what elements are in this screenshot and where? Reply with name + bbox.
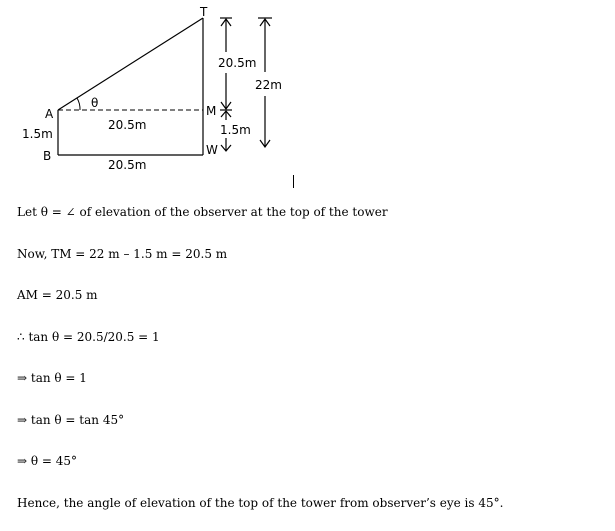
dimension-label-bw: 20.5m bbox=[108, 158, 146, 172]
point-label-w: W bbox=[206, 143, 218, 157]
dimension-label-mw: 1.5m bbox=[220, 123, 251, 137]
dimension-label-ab: 1.5m bbox=[22, 127, 53, 141]
point-label-m: M bbox=[206, 104, 216, 118]
text-cursor-mark bbox=[293, 175, 294, 188]
solution-line: Now, TM = 22 m – 1.5 m = 20.5 m bbox=[17, 241, 612, 283]
solution-line: AM = 20.5 m bbox=[17, 282, 612, 324]
tower-elevation-figure: T A B M W θ 20.5m 20.5m 1.5m 20.5m 1.5m … bbox=[0, 0, 615, 190]
solution-line: ⇒ tan θ = 1 bbox=[17, 365, 612, 407]
solution-line: Hence, the angle of elevation of the top… bbox=[17, 490, 612, 531]
point-label-b: B bbox=[43, 149, 51, 163]
angle-theta-arc bbox=[77, 98, 80, 110]
angle-label-theta: θ bbox=[91, 96, 98, 110]
solution-line: ∴ tan θ = 20.5/20.5 = 1 bbox=[17, 324, 612, 366]
line-of-sight-at bbox=[58, 18, 203, 110]
solution-line: ⇒ tan θ = tan 45° bbox=[17, 407, 612, 449]
dimension-label-am: 20.5m bbox=[108, 118, 146, 132]
dimension-label-tw: 22m bbox=[255, 78, 282, 92]
point-label-t: T bbox=[199, 5, 208, 19]
solution-line: Let θ = ∠ of elevation of the observer a… bbox=[17, 199, 612, 241]
solution-text: Let θ = ∠ of elevation of the observer a… bbox=[17, 199, 612, 531]
point-label-a: A bbox=[45, 107, 54, 121]
solution-line: ⇒ θ = 45° bbox=[17, 448, 612, 490]
dimension-label-tm: 20.5m bbox=[218, 56, 256, 70]
